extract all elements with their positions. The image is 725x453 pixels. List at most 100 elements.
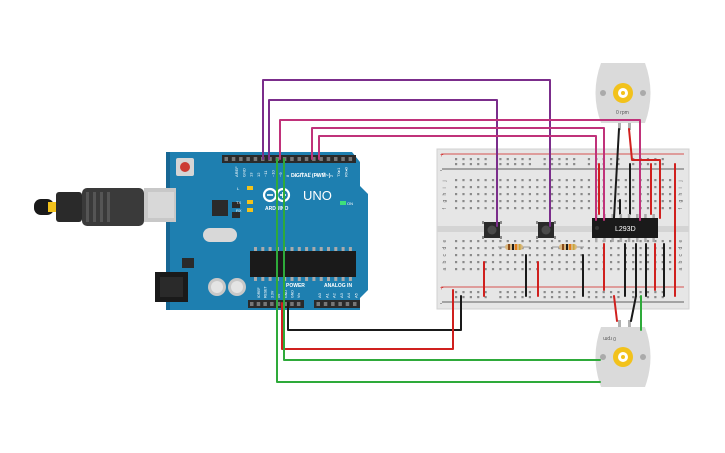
breadboard-hole[interactable]	[499, 179, 502, 182]
breadboard-hole[interactable]	[624, 186, 627, 189]
rail-hole[interactable]	[639, 291, 642, 294]
rail-hole[interactable]	[499, 291, 502, 294]
breadboard-hole[interactable]	[587, 193, 591, 196]
breadboard-hole[interactable]	[455, 247, 458, 250]
rail-hole[interactable]	[573, 163, 576, 166]
breadboard-hole[interactable]	[669, 247, 672, 250]
breadboard-hole[interactable]	[550, 207, 554, 210]
breadboard-hole[interactable]	[632, 240, 635, 243]
breadboard-hole[interactable]	[595, 254, 598, 257]
breadboard-hole[interactable]	[550, 261, 554, 264]
header-pin[interactable]	[263, 302, 267, 306]
breadboard-hole[interactable]	[462, 240, 465, 243]
rail-hole[interactable]	[477, 291, 480, 294]
rail-hole[interactable]	[528, 158, 531, 161]
breadboard-hole[interactable]	[595, 247, 598, 250]
breadboard-hole[interactable]	[536, 207, 539, 210]
breadboard-hole[interactable]	[587, 207, 591, 210]
breadboard-hole[interactable]	[565, 200, 568, 203]
breadboard-hole[interactable]	[477, 240, 480, 243]
breadboard-hole[interactable]	[528, 179, 531, 182]
breadboard-hole[interactable]	[639, 247, 642, 250]
breadboard-hole[interactable]	[543, 254, 546, 257]
breadboard-hole[interactable]	[632, 193, 635, 196]
rail-hole[interactable]	[506, 163, 509, 166]
rail-hole[interactable]	[506, 158, 509, 161]
rail-hole[interactable]	[521, 296, 524, 299]
rail-hole[interactable]	[462, 158, 465, 161]
breadboard-hole[interactable]	[491, 193, 495, 196]
breadboard-hole[interactable]	[639, 261, 642, 264]
breadboard-hole[interactable]	[654, 207, 657, 210]
breadboard-hole[interactable]	[587, 186, 591, 189]
breadboard-hole[interactable]	[506, 207, 509, 210]
breadboard-hole[interactable]	[669, 240, 672, 243]
breadboard-hole[interactable]	[484, 207, 487, 210]
breadboard-hole[interactable]	[455, 254, 458, 257]
breadboard-hole[interactable]	[646, 179, 650, 182]
breadboard-hole[interactable]	[484, 193, 487, 196]
rail-hole[interactable]	[609, 291, 613, 294]
breadboard-hole[interactable]	[462, 193, 465, 196]
rail-hole[interactable]	[609, 158, 613, 161]
breadboard-hole[interactable]	[521, 193, 524, 196]
breadboard-hole[interactable]	[565, 268, 568, 271]
breadboard-hole[interactable]	[499, 240, 502, 243]
breadboard-hole[interactable]	[550, 193, 554, 196]
breadboard-hole[interactable]	[469, 240, 472, 243]
header-pin[interactable]	[312, 157, 316, 161]
breadboard-hole[interactable]	[550, 186, 554, 189]
rail-hole[interactable]	[661, 158, 664, 161]
breadboard-hole[interactable]	[661, 268, 664, 271]
rail-hole[interactable]	[514, 158, 517, 161]
breadboard-hole[interactable]	[580, 207, 583, 210]
breadboard-hole[interactable]	[462, 268, 465, 271]
header-pin[interactable]	[250, 302, 254, 306]
breadboard-hole[interactable]	[573, 240, 576, 243]
breadboard-hole[interactable]	[469, 200, 472, 203]
breadboard-hole[interactable]	[646, 247, 650, 250]
breadboard-hole[interactable]	[617, 179, 620, 182]
rail-hole[interactable]	[477, 163, 480, 166]
breadboard-hole[interactable]	[462, 179, 465, 182]
breadboard-hole[interactable]	[573, 186, 576, 189]
rail-hole[interactable]	[550, 296, 554, 299]
rail-hole[interactable]	[602, 291, 605, 294]
breadboard-hole[interactable]	[536, 186, 539, 189]
breadboard-hole[interactable]	[469, 261, 472, 264]
breadboard-hole[interactable]	[462, 254, 465, 257]
breadboard-hole[interactable]	[455, 186, 458, 189]
breadboard-hole[interactable]	[543, 179, 546, 182]
breadboard-hole[interactable]	[669, 200, 672, 203]
breadboard-hole[interactable]	[587, 200, 591, 203]
breadboard-hole[interactable]	[587, 179, 591, 182]
breadboard-hole[interactable]	[580, 193, 583, 196]
rail-hole[interactable]	[587, 296, 591, 299]
breadboard-hole[interactable]	[543, 186, 546, 189]
breadboard-hole[interactable]	[514, 193, 517, 196]
header-pin[interactable]	[338, 302, 342, 306]
rail-hole[interactable]	[595, 296, 598, 299]
breadboard-hole[interactable]	[639, 240, 642, 243]
breadboard-hole[interactable]	[536, 200, 539, 203]
breadboard-hole[interactable]	[669, 268, 672, 271]
breadboard-hole[interactable]	[528, 254, 531, 257]
breadboard-hole[interactable]	[617, 207, 620, 210]
breadboard-hole[interactable]	[669, 179, 672, 182]
breadboard-hole[interactable]	[609, 247, 613, 250]
breadboard-hole[interactable]	[661, 186, 664, 189]
breadboard-hole[interactable]	[587, 261, 591, 264]
breadboard-hole[interactable]	[609, 193, 613, 196]
header-pin[interactable]	[268, 157, 272, 161]
rail-hole[interactable]	[646, 163, 650, 166]
breadboard-hole[interactable]	[580, 261, 583, 264]
rail-hole[interactable]	[654, 296, 657, 299]
rail-hole[interactable]	[558, 296, 561, 299]
breadboard-hole[interactable]	[484, 268, 487, 271]
breadboard-hole[interactable]	[646, 254, 650, 257]
pushbutton-2[interactable]	[536, 221, 556, 239]
rail-hole[interactable]	[587, 291, 591, 294]
breadboard-hole[interactable]	[580, 179, 583, 182]
rail-hole[interactable]	[462, 163, 465, 166]
